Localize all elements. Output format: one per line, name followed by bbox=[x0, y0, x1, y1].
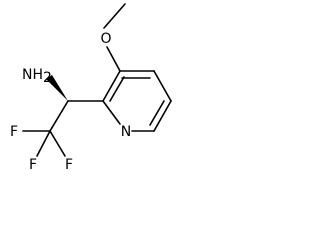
methoxy-oxygen-label: O bbox=[100, 31, 111, 47]
bond-ring-c5-c6 bbox=[153, 100, 172, 132]
amine-subscript: 2 bbox=[43, 70, 52, 86]
bond-ring-n-c2 bbox=[102, 100, 121, 125]
fluorine-label-lower-left: F bbox=[29, 157, 37, 173]
structure-canvas: O N NH2 F F F bbox=[0, 0, 185, 185]
bond-cf-lower-left bbox=[36, 130, 51, 157]
molecule-drawing: O N NH2 F F F bbox=[10, 3, 172, 173]
fluorine-label-lower-right: F bbox=[65, 157, 73, 173]
bond-ring-c4-c5 bbox=[153, 70, 172, 102]
bond-o-ring bbox=[106, 46, 121, 72]
bond-ring-c2-c3 bbox=[102, 70, 121, 102]
amine-symbol: NH bbox=[22, 67, 43, 83]
ring-nitrogen-label: N bbox=[121, 124, 131, 140]
bond-ring-c2-c3-double bbox=[109, 76, 125, 102]
bond-stereocenter-cf3 bbox=[49, 100, 69, 132]
fluorine-label-left: F bbox=[10, 124, 18, 140]
bond-methyl-o bbox=[103, 3, 126, 29]
bond-cf-lower-right bbox=[49, 130, 66, 157]
wedge-bond-amine bbox=[46, 75, 68, 101]
amine-label: NH2 bbox=[22, 67, 52, 86]
bond-ring-c5-c6-double bbox=[149, 100, 165, 126]
